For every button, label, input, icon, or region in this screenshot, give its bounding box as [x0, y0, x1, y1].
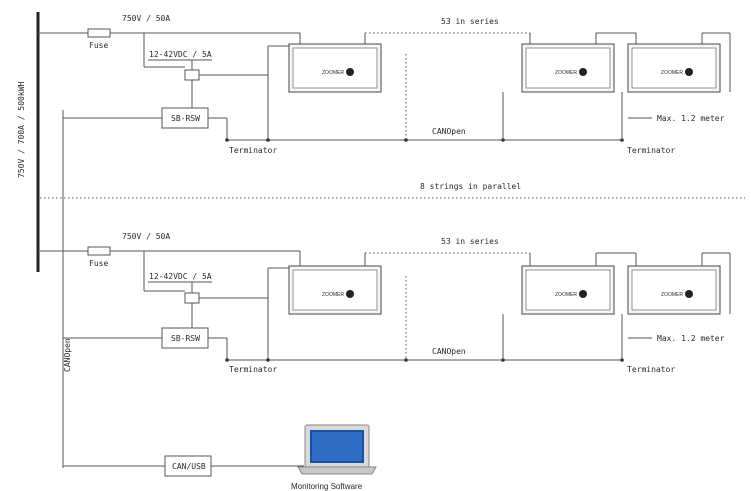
max-length-label-1: Max. 1.2 meter [657, 114, 725, 123]
canopen-vertical-label: CANOpen [63, 338, 72, 372]
can-label-2: CANOpen [432, 347, 466, 356]
battery-module: ZOOMER [288, 43, 382, 93]
battery-module: ZOOMER [627, 265, 721, 315]
svg-text:ZOOMER: ZOOMER [555, 70, 577, 76]
series-label-2: 53 in series [441, 237, 499, 246]
relay-1 [184, 69, 200, 81]
string-2: Fuse 750V / 50A 12-42VDC / 5A SB-RSW ZOO… [38, 232, 731, 374]
terminator-right-2: Terminator [627, 365, 675, 374]
fuse-1 [87, 28, 111, 38]
can-label-1: CANOpen [432, 127, 466, 136]
svg-text:ZOOMER: ZOOMER [661, 70, 683, 76]
main-bus-label: 750V / 700A / 500kWH [17, 81, 26, 178]
voltage-label-1: 750V / 50A [122, 14, 170, 23]
supply-label-1: 12-42VDC / 5A [149, 50, 212, 59]
parallel-label: 8 strings in parallel [420, 182, 521, 191]
string-1: Fuse 750V / 50A 12-42VDC / 5A SB-RSW ZOO… [38, 14, 731, 155]
terminator-right-1: Terminator [627, 146, 675, 155]
series-label-1: 53 in series [441, 17, 499, 26]
svg-text:ZOOMER: ZOOMER [322, 70, 344, 76]
fuse-label-2: Fuse [89, 259, 108, 268]
battery-module: ZOOMER [521, 43, 615, 93]
monitoring-software-label: Monitoring Software [291, 482, 363, 491]
svg-text:ZOOMER: ZOOMER [322, 292, 344, 298]
terminator-left-1: Terminator [229, 146, 277, 155]
fuse-label-1: Fuse [89, 41, 108, 50]
max-length-label-2: Max. 1.2 meter [657, 334, 725, 343]
supply-label-2: 12-42VDC / 5A [149, 272, 212, 281]
relay-2 [184, 292, 200, 304]
sb-rsw-label-1: SB-RSW [171, 114, 200, 123]
terminator-left-2: Terminator [229, 365, 277, 374]
battery-module: ZOOMER [627, 43, 721, 93]
battery-module: ZOOMER [521, 265, 615, 315]
laptop-icon [297, 424, 377, 475]
sb-rsw-label-2: SB-RSW [171, 334, 200, 343]
battery-module: ZOOMER [288, 265, 382, 315]
svg-text:ZOOMER: ZOOMER [661, 292, 683, 298]
voltage-label-2: 750V / 50A [122, 232, 170, 241]
svg-text:ZOOMER: ZOOMER [555, 292, 577, 298]
can-usb-label: CAN/USB [172, 462, 206, 471]
fuse-2 [87, 246, 111, 256]
